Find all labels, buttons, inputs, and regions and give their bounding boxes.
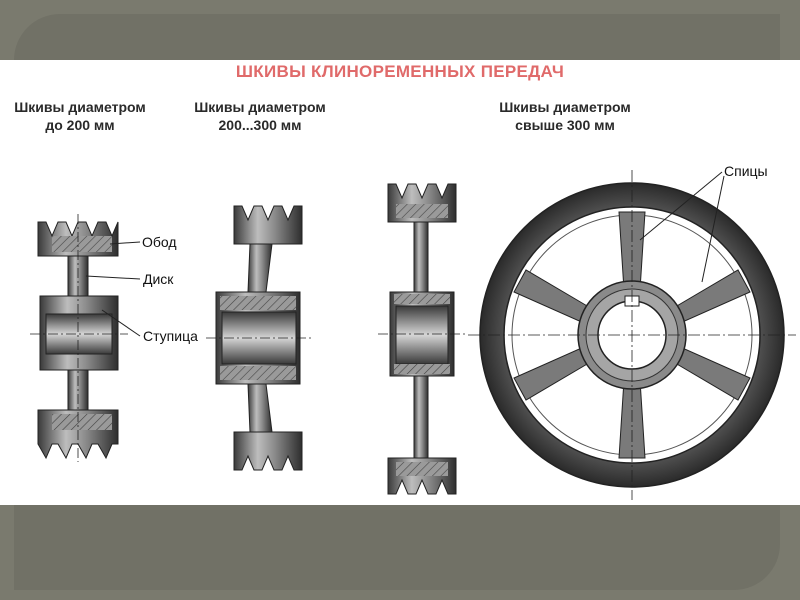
leader-hub (101, 309, 141, 337)
medium-pulley-rim-bottom (233, 431, 303, 471)
caption-small-pulley: Шкивы диаметром до 200 мм (0, 98, 160, 134)
caption-medium-pulley: Шкивы диаметром 200...300 мм (170, 98, 350, 134)
label-rim: Обод (142, 234, 177, 250)
medium-pulley-hub-hatch (220, 296, 296, 310)
large-pulley-spoke-lower (413, 375, 429, 459)
page-title: ШКИВЫ КЛИНОРЕМЕННЫХ ПЕРЕДАЧ (235, 62, 565, 81)
label-hub: Ступица (143, 328, 198, 344)
large-pulley-hub-hatch (394, 294, 450, 304)
caption-large-line2: свыше 300 мм (515, 117, 615, 133)
leader-spokes-2 (701, 175, 725, 283)
large-pulley-hub-hatch-low (394, 364, 450, 374)
small-pulley-rim-bottom-hatch (52, 414, 112, 430)
large-pulley-section (378, 183, 466, 495)
leader-disk (85, 275, 141, 280)
large-pulley-hub-bore (395, 305, 449, 365)
caption-small-line1: Шкивы диаметром (14, 99, 146, 115)
caption-medium-line2: 200...300 мм (218, 117, 302, 133)
large-pulley-spoke-upper (413, 221, 429, 293)
caption-large-line1: Шкивы диаметром (499, 99, 631, 115)
small-pulley (30, 214, 128, 462)
leader-spokes-1 (639, 171, 723, 241)
label-spokes: Спицы (724, 163, 768, 179)
medium-pulley-rim-top (233, 205, 303, 245)
leader-rim (109, 241, 141, 245)
caption-large-pulley: Шкивы диаметром свыше 300 мм (470, 98, 660, 134)
caption-medium-line1: Шкивы диаметром (194, 99, 326, 115)
label-disk: Диск (143, 271, 174, 287)
large-pulley-rim-bottom-hatch (396, 462, 448, 476)
small-pulley-rim-top-hatch (52, 236, 112, 252)
medium-pulley (206, 205, 312, 471)
large-pulley-rim-top-hatch (396, 204, 448, 218)
large-pulley-front (468, 170, 796, 500)
medium-pulley-disk-upper (247, 243, 273, 293)
medium-pulley-disk-lower (247, 383, 273, 433)
medium-pulley-hub-hatch-low (220, 366, 296, 380)
caption-small-line2: до 200 мм (45, 117, 115, 133)
